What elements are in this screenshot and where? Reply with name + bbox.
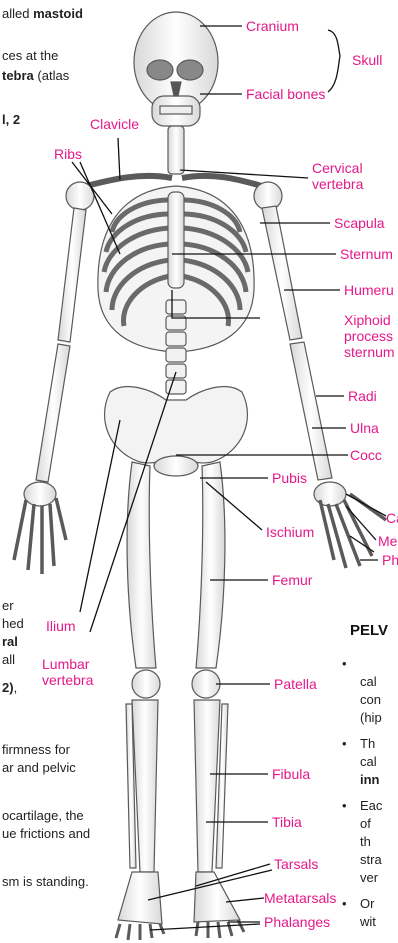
label-tibia: Tibia xyxy=(272,814,302,830)
right-shoulder xyxy=(254,182,282,210)
left-text-frag-10: sm is standing. xyxy=(2,874,89,890)
left-text-frag-5-rest: , xyxy=(14,680,18,695)
label-ilium: Ilium xyxy=(46,618,76,634)
label-cervical-vertebra: Cervical vertebra xyxy=(312,160,363,192)
left-humerus-shape xyxy=(58,208,86,342)
label-scapula: Scapula xyxy=(334,215,385,231)
label-lumbar-vertebra: Lumbar vertebra xyxy=(42,656,93,688)
left-text-frag-1: er xyxy=(2,598,14,614)
pelvis-heading: PELV xyxy=(350,622,388,639)
right-bullet-4-line-2: wit xyxy=(360,914,376,930)
cervical-spine-shape xyxy=(168,126,184,174)
left-text-line-1-prefix: alled xyxy=(2,6,33,21)
label-facial-bones: Facial bones xyxy=(246,86,325,102)
right-bullet-4-line-1: Or xyxy=(360,896,374,912)
right-bullet-3-line-1: Eac xyxy=(360,798,382,814)
left-femur-shape xyxy=(127,462,156,668)
label-tarsals: Tarsals xyxy=(274,856,318,872)
right-bullet-2-marker: • xyxy=(342,736,347,752)
label-ulna: Ulna xyxy=(350,420,379,436)
left-text-line-1: alled mastoid xyxy=(2,6,83,22)
right-bullet-2-line-1: Th xyxy=(360,736,375,752)
left-text-frag-3: ral xyxy=(2,634,18,650)
label-skull: Skull xyxy=(352,52,382,68)
label-clavicle: Clavicle xyxy=(90,116,139,132)
right-clavicle-shape xyxy=(182,176,262,186)
left-text-frag-6: firmness for xyxy=(2,742,70,758)
label-metatarsals: Metatarsals xyxy=(264,890,336,906)
left-text-line-4: l, 2 xyxy=(2,112,20,128)
label-fibula: Fibula xyxy=(272,766,310,782)
right-tibia-shape xyxy=(194,700,220,872)
left-text-frag-5: 2), xyxy=(2,680,17,696)
label-ribs: Ribs xyxy=(54,146,82,162)
left-text-frag-8: ocartilage, the xyxy=(2,808,84,824)
label-phalanges-hand: Ph xyxy=(382,552,398,568)
right-forearm-shape xyxy=(290,342,332,480)
right-bullet-3-line-4: stra xyxy=(360,852,382,868)
right-bullet-3-line-5: ver xyxy=(360,870,378,886)
left-text-frag-4: all xyxy=(2,652,15,668)
left-text-frag-7: ar and pelvic xyxy=(2,760,76,776)
label-patella: Patella xyxy=(274,676,317,692)
label-pubis: Pubis xyxy=(272,470,307,486)
left-eye-socket xyxy=(147,60,173,80)
right-femur-shape xyxy=(196,462,225,668)
label-femur: Femur xyxy=(272,572,312,588)
left-clavicle-shape xyxy=(86,176,172,186)
teeth xyxy=(160,106,192,114)
sternum-shape xyxy=(168,192,184,288)
label-cranium: Cranium xyxy=(246,18,299,34)
left-patella-shape xyxy=(132,670,160,698)
left-forearm-shape xyxy=(36,344,70,482)
right-hand-shape xyxy=(314,482,386,568)
left-text-frag-2: hed xyxy=(2,616,24,632)
right-humerus-shape xyxy=(262,206,302,340)
left-text-frag-5-bold: 2) xyxy=(2,680,14,695)
right-foot-shape xyxy=(194,872,244,938)
label-radius: Radi xyxy=(348,388,377,404)
left-text-line-3: tebra (atlas xyxy=(2,68,69,84)
right-bullet-1-line-3: (hip xyxy=(360,710,382,726)
label-phalanges-foot: Phalanges xyxy=(264,914,330,930)
label-humerus: Humeru xyxy=(344,282,394,298)
right-bullet-3-marker: • xyxy=(342,798,347,814)
label-ischium: Ischium xyxy=(266,524,314,540)
right-bullet-4-marker: • xyxy=(342,896,347,912)
right-bullet-3-line-2: of xyxy=(360,816,371,832)
label-xiphoid-process: Xiphoid process sternum xyxy=(344,312,395,360)
pelvis-shape xyxy=(105,387,248,463)
pubis-shape xyxy=(154,456,198,476)
right-bullet-2-line-2: cal xyxy=(360,754,377,770)
left-text-line-3-bold: tebra xyxy=(2,68,34,83)
right-bullet-1-marker: • xyxy=(342,656,347,672)
left-text-frag-9: ue frictions and xyxy=(2,826,90,842)
right-eye-socket xyxy=(177,60,203,80)
left-text-line-2: ces at the xyxy=(2,48,58,64)
label-sternum: Sternum xyxy=(340,246,393,262)
label-carpals: Ca xyxy=(386,510,398,526)
right-patella-shape xyxy=(192,670,220,698)
right-bullet-3-line-3: th xyxy=(360,834,371,850)
right-bullet-1-line-1: cal xyxy=(360,674,377,690)
right-bullet-2-line-3: inn xyxy=(360,772,380,788)
left-hand-shape xyxy=(14,482,66,574)
label-metacarpals: Me xyxy=(378,533,397,549)
left-text-line-1-bold: mastoid xyxy=(33,6,83,21)
label-coccyx: Cocc xyxy=(350,447,382,463)
left-text-line-3-rest: (atlas xyxy=(34,68,69,83)
right-bullet-1-line-2: con xyxy=(360,692,381,708)
